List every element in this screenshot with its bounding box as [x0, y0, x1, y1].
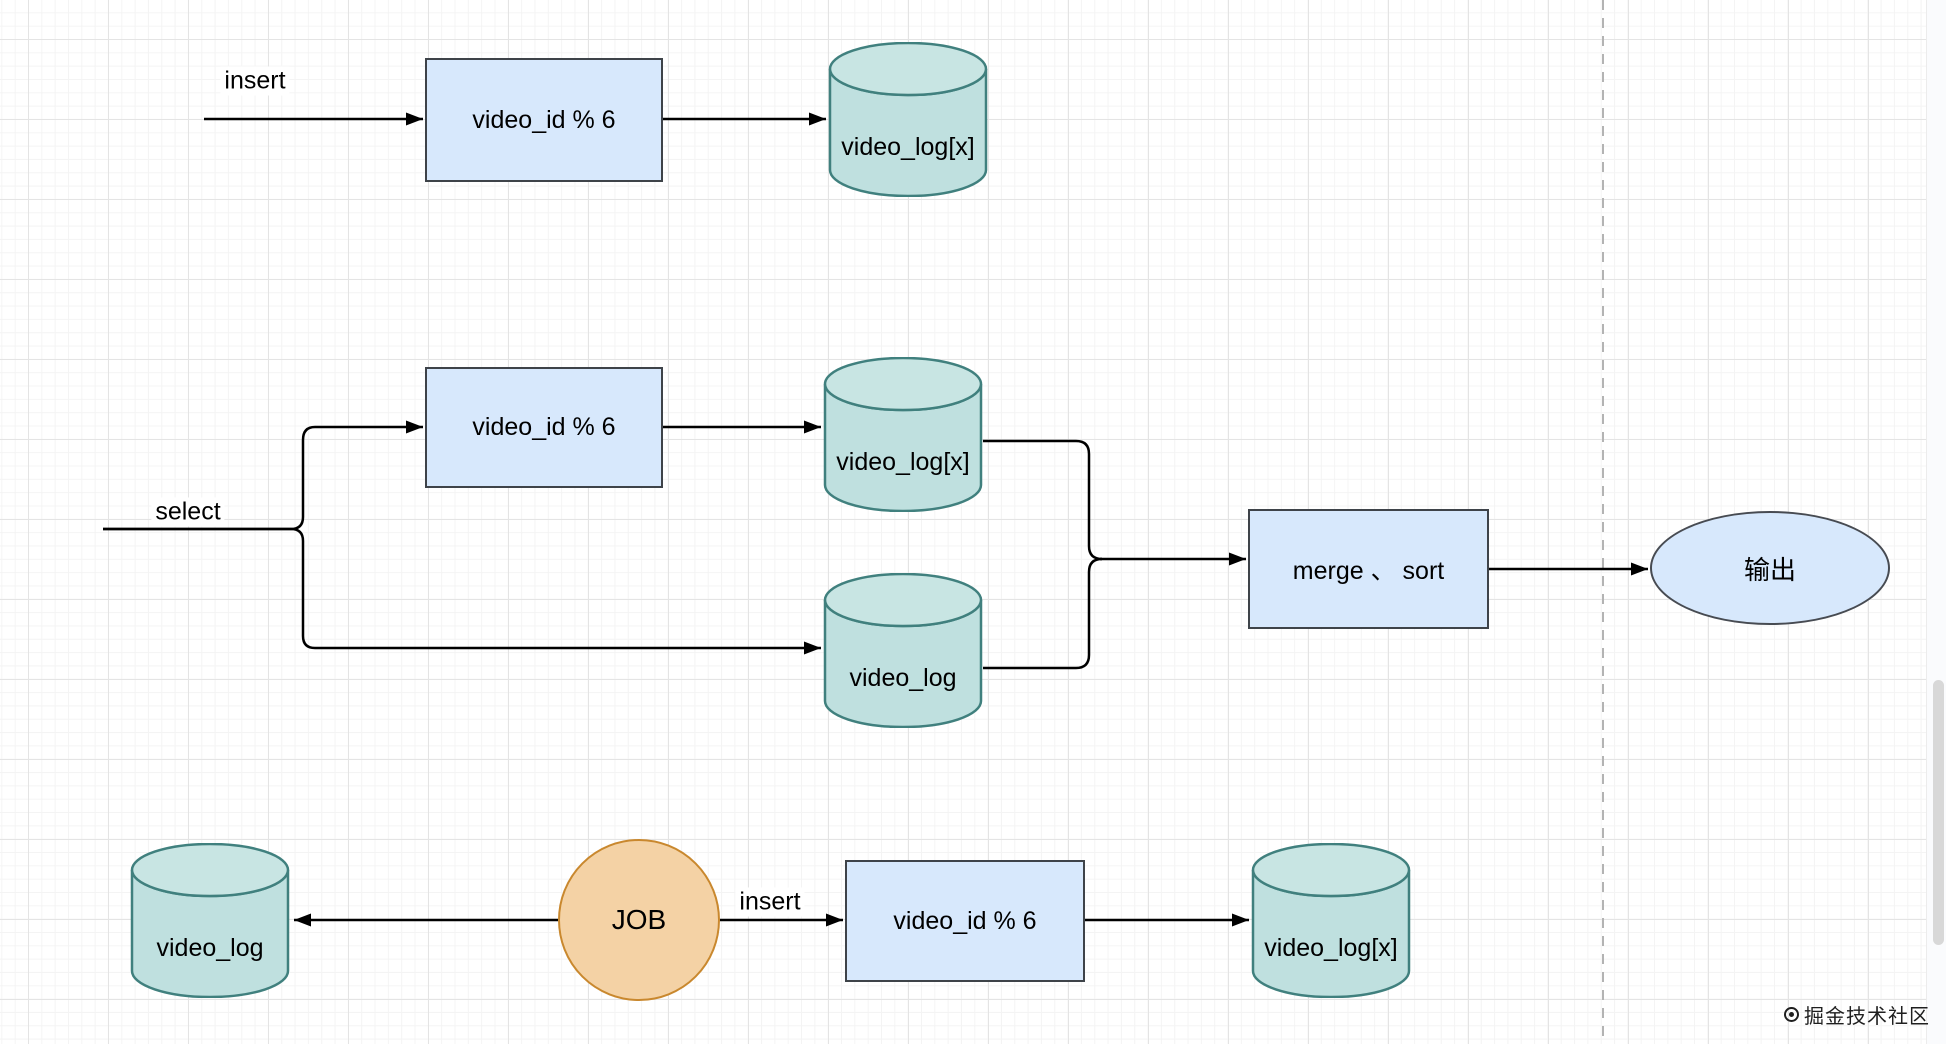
scrollbar-thumb[interactable]: [1933, 680, 1944, 945]
node-label: video_log[x]: [1264, 934, 1398, 962]
cylinder-shape: [823, 572, 983, 729]
node-label: 输出: [1743, 554, 1796, 585]
edge-label-insert-top: insert: [220, 66, 290, 96]
connector-select-branch-down: [103, 527, 821, 655]
db-cylinder-job-source: video_log: [130, 842, 290, 999]
node-label: video_id % 6: [472, 413, 616, 441]
juejin-watermark: 掘金技术社区: [1784, 1000, 1930, 1029]
db-cylinder-select-shard: video_log[x]: [823, 356, 983, 513]
node-label: video_log[x]: [841, 133, 975, 161]
db-cylinder-select-main: video_log: [823, 572, 983, 729]
cylinder-shape: [823, 356, 983, 513]
edge-label-select: select: [151, 497, 225, 527]
process-box-insert-top: video_id % 6: [425, 58, 663, 182]
node-label: video_log: [156, 934, 264, 962]
node-label: JOB: [611, 904, 667, 935]
node-label: video_log: [849, 664, 957, 692]
watermark-text: 掘金技术社区: [1804, 1006, 1930, 1028]
output-ellipse: 输出: [1650, 511, 1890, 625]
connector-cyl-shard-to-junction: [983, 439, 1103, 561]
cylinder-shape: [130, 842, 290, 999]
db-cylinder-insert-bottom: video_log[x]: [1251, 842, 1411, 999]
merge-sort-box: merge 、 sort: [1248, 509, 1489, 629]
process-box-insert-bottom: video_id % 6: [845, 860, 1085, 982]
node-label: video_id % 6: [472, 105, 616, 134]
db-cylinder-insert-top: video_log[x]: [828, 41, 988, 198]
edge-label-insert-bottom: insert: [735, 887, 805, 917]
cylinder-shape: [1251, 842, 1411, 999]
node-label: video_id % 6: [893, 906, 1037, 935]
node-label: merge 、 sort: [1292, 557, 1445, 585]
connector-cyl-main-to-junction: [983, 557, 1103, 670]
job-circle: JOB: [558, 839, 720, 1001]
cylinder-shape: [828, 41, 988, 198]
node-label: video_log[x]: [836, 448, 970, 476]
process-box-select: video_id % 6: [425, 367, 663, 488]
scrollbar-track[interactable]: [1926, 0, 1946, 1044]
juejin-logo-icon: [1784, 1007, 1799, 1022]
